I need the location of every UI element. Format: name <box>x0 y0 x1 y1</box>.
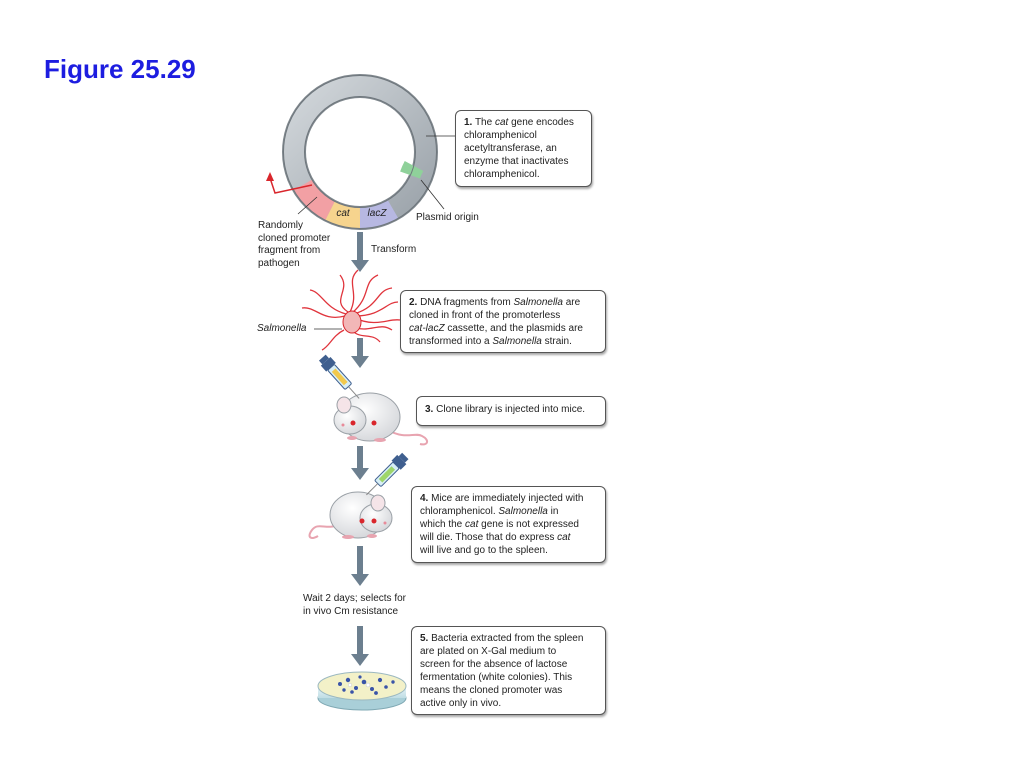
step-text: chloramphenicol. <box>464 169 540 180</box>
page-title: Figure 25.29 <box>44 54 196 84</box>
step-text: strain. <box>541 336 572 347</box>
plasmid-origin-label: Plasmid origin <box>416 212 479 223</box>
step-text: cat <box>557 532 571 543</box>
step-text: in <box>547 506 559 517</box>
step-text: cat <box>494 117 509 128</box>
step-text: Clone library is injected into mice. <box>433 404 586 415</box>
promoter-arrow <box>266 172 313 194</box>
step-number: 4. <box>420 493 429 504</box>
promoter-label-line: pathogen <box>258 257 300 269</box>
step-1-callout: 1. The cat gene encodes chloramphenicol ac… <box>455 110 592 187</box>
step-text: will live and go to the spleen. <box>420 545 548 556</box>
wait-label-line: Wait 2 days; selects for <box>303 593 406 604</box>
salmonella-illustration <box>301 269 401 351</box>
mouse-2 <box>308 491 393 539</box>
step-text: Mice are immediately injected with <box>428 493 584 504</box>
step-number: 1. <box>464 117 473 128</box>
step-4-callout: 4. Mice are immediately injected with chl… <box>411 486 606 563</box>
lacz-segment <box>359 199 399 229</box>
wait-label-line: in vivo Cm resistance <box>303 605 399 617</box>
lacz-label: lacZ <box>368 208 388 219</box>
step-text: gene encodes <box>508 117 574 128</box>
mouse-1 <box>333 392 428 446</box>
step-text: cassette, and the plasmids are <box>444 323 583 334</box>
step-number: 3. <box>425 404 434 415</box>
step-text: cat-lacZ <box>409 323 445 334</box>
step-text: Salmonella <box>492 336 542 347</box>
promoter-fragment-label: Randomly cloned promoter fragment from p… <box>258 220 330 270</box>
flow-arrows <box>351 232 369 666</box>
step-number: 5. <box>420 633 429 644</box>
syringe-2 <box>366 452 409 496</box>
step-number: 2. <box>409 297 418 308</box>
promoter-label-line: fragment from <box>258 245 321 256</box>
step-text: means the cloned promoter was <box>420 685 563 696</box>
origin-leader <box>420 179 445 210</box>
plasmid: cat lacZ <box>282 74 438 230</box>
wait-label: Wait 2 days; selects for in vivo Cm resi… <box>303 593 406 618</box>
step-text: acetyltransferase, an <box>464 143 557 154</box>
step-text: cloned in front of the promoterless <box>409 310 561 321</box>
step-text: screen for the absence of lactose <box>420 659 568 670</box>
step-text: cat <box>465 519 479 530</box>
step-text: Bacteria extracted from the spleen <box>428 633 584 644</box>
step-text: enzyme that inactivates <box>464 156 569 167</box>
petri-dish <box>317 671 407 711</box>
step-text: transformed into a <box>409 336 493 347</box>
step-text: active only in vivo. <box>420 698 502 709</box>
cat-label: cat <box>336 208 351 219</box>
promoter-label-line: cloned promoter <box>258 232 331 244</box>
step-text: are plated on X-Gal medium to <box>420 646 557 657</box>
step-text: which the <box>420 519 466 530</box>
step-text: chloramphenicol <box>464 130 537 141</box>
step-text: The <box>472 117 495 128</box>
step-text: Salmonella <box>498 506 548 517</box>
step-text: DNA fragments from <box>417 297 514 308</box>
salmonella-label: Salmonella <box>257 323 307 334</box>
step-text: gene is not expressed <box>478 519 579 530</box>
cat-segment <box>325 201 361 229</box>
transform-label: Transform <box>371 244 417 255</box>
step-text: will die. Those that do express <box>420 532 558 543</box>
step-text: fermentation (white colonies). This <box>420 672 573 683</box>
step-text: are <box>562 297 581 308</box>
step-text: Salmonella <box>513 297 563 308</box>
step-5-callout: 5. Bacteria extracted from the spleen are… <box>411 626 606 715</box>
syringe-1 <box>318 354 360 399</box>
promoter-leader <box>297 196 318 215</box>
promoter-label-line: Randomly <box>258 220 304 231</box>
step-3-callout: 3. Clone library is injected into mice. <box>416 396 606 426</box>
step-text: chloramphenicol. <box>420 506 499 517</box>
